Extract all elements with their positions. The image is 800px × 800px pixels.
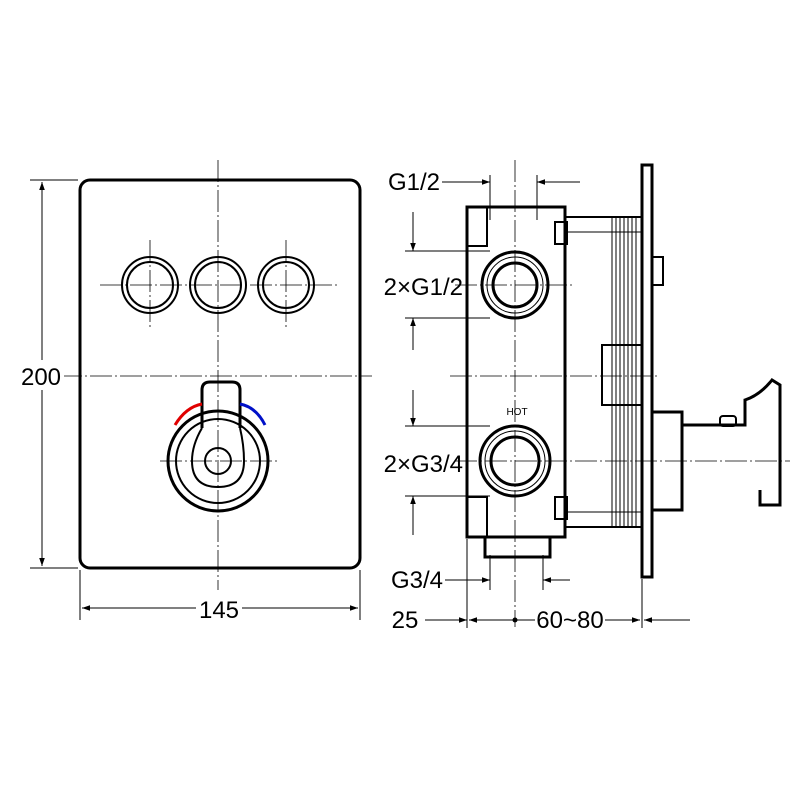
inlets-lower-label: 2×G3/4 — [384, 451, 463, 478]
cover-plate — [78, 178, 362, 570]
bottom-outlet-nipple — [483, 535, 552, 559]
push-button-right — [257, 256, 315, 314]
mixer-handle — [166, 380, 270, 513]
depth-wall-label: 60~80 — [536, 607, 603, 634]
outlet-top-label: G1/2 — [388, 169, 440, 196]
wall-plate — [640, 163, 654, 579]
width-dimension-label: 145 — [199, 597, 239, 624]
hot-port-label: HOT — [506, 407, 527, 418]
hot-indicator — [173, 402, 203, 426]
front-view: 200 145 — [18, 160, 372, 624]
cold-indicator — [239, 402, 267, 426]
mixer-lever — [652, 378, 782, 512]
push-button-left — [121, 256, 179, 314]
button-stem — [651, 256, 664, 286]
outlets-upper-label: 2×G1/2 — [384, 274, 463, 301]
depth-body-label: 25 — [392, 607, 419, 634]
cartridge-housing — [564, 216, 643, 528]
height-dimension-label: 200 — [21, 364, 61, 391]
side-view: HOT — [384, 160, 790, 634]
valve-body — [465, 205, 567, 539]
push-button-middle — [189, 256, 247, 314]
outlet-bottom-label: G3/4 — [391, 567, 443, 594]
